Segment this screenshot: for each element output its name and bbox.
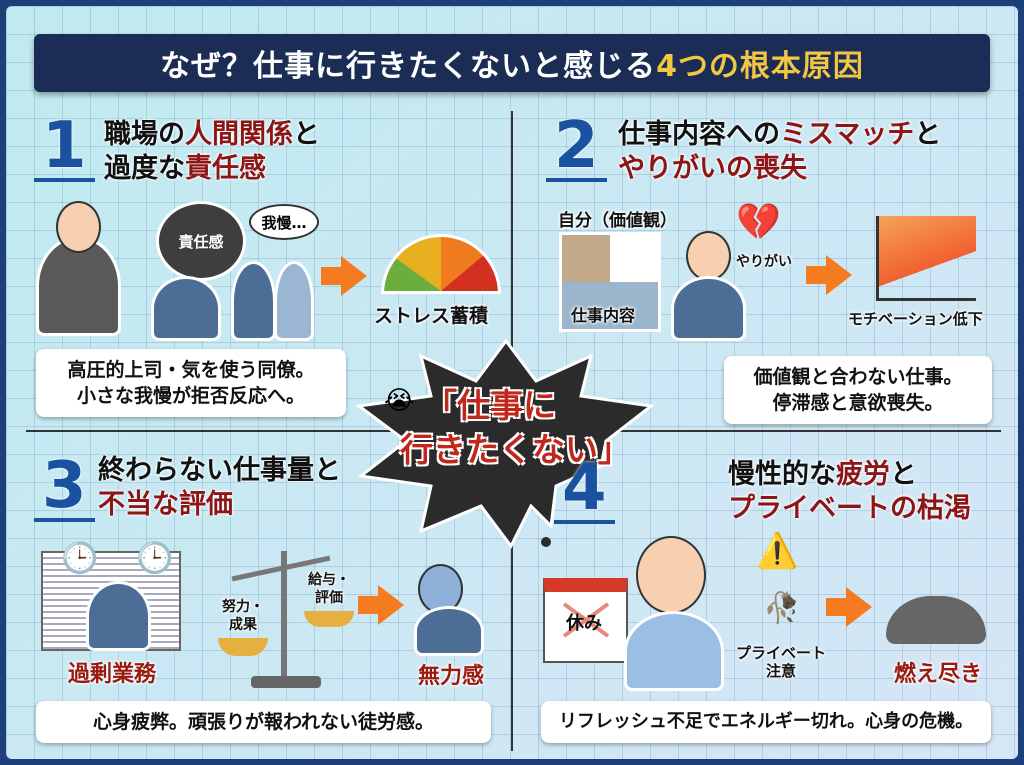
center-line: 「仕事に <box>424 386 556 425</box>
heading-emphasis: 責任感 <box>185 153 266 184</box>
scale-label: 給与・評価 <box>308 572 350 606</box>
boss-face <box>56 201 101 253</box>
heading-emphasis: ミスマッチ <box>780 119 915 150</box>
heading-text: と <box>293 119 320 150</box>
arrow-icon <box>341 256 367 296</box>
section-heading: 終わらない仕事量と 不当な評価 <box>98 454 341 522</box>
caption-line: 価値観と合わない仕事。 <box>753 366 963 388</box>
heading-text: 仕事内容への <box>618 119 780 150</box>
arrow-icon <box>358 596 380 614</box>
section-number: 4 <box>554 456 615 524</box>
section-number: 2 <box>546 114 607 182</box>
caption-line: リフレッシュ不足でエネルギー切れ。心身の危機。 <box>558 711 974 732</box>
caution-text: 注意 <box>765 662 796 680</box>
puzzle-icon <box>559 232 661 332</box>
scale-pan <box>218 638 268 656</box>
declining-chart-icon <box>876 216 976 301</box>
title-text: なぜ？仕事に行きたくないと感じる <box>160 49 657 84</box>
caption-line: 停滞感と意欲喪失。 <box>772 392 944 414</box>
person-face <box>418 564 463 614</box>
person-illustration <box>671 276 746 341</box>
title-highlight: 4つの根本原因 <box>656 49 864 84</box>
scale-icon <box>281 551 287 681</box>
heading-text: と <box>914 119 942 150</box>
tired-person-illustration <box>624 611 724 691</box>
heart-label: やりがい <box>736 254 792 270</box>
result-label: ストレス蓄積 <box>374 305 489 327</box>
caption-line: 小さな我慢が拒否反応へ。 <box>76 385 305 407</box>
stress-gauge-icon <box>381 234 501 294</box>
speech-burst <box>355 338 655 549</box>
clock-icon: 🕒 <box>61 541 99 576</box>
result-label: 燃え尽き <box>894 662 983 687</box>
wilted-plant-icon: 🥀 <box>763 591 801 626</box>
warning-icon: ⚠️ <box>756 531 799 571</box>
caption-box: 高圧的上司・気を使う同僚。小さな我慢が拒否反応へ。 <box>36 349 346 417</box>
section-number: 1 <box>34 114 95 182</box>
section-heading: 職場の人間関係と 過度な責任感 <box>104 118 320 186</box>
private-label: プライベート注意 <box>726 644 836 680</box>
cross-mark-icon <box>562 602 610 638</box>
burdened-worker-illustration <box>151 276 221 341</box>
arrow-icon <box>846 587 872 627</box>
overworked-person-illustration <box>86 581 151 651</box>
private-text: プライベート <box>735 644 826 662</box>
person-face <box>686 231 731 281</box>
heading-emphasis: やりがいの喪失 <box>618 153 807 184</box>
puzzle-label: 自分（価値観） <box>558 211 677 231</box>
section-number: 3 <box>34 454 95 522</box>
heading-text: と <box>890 459 917 490</box>
arrow-icon <box>826 598 848 616</box>
caption-box: 価値観と合わない仕事。停滞感と意欲喪失。 <box>724 356 992 424</box>
heading-text: 慢性的な <box>728 459 836 490</box>
calendar-label: 休み <box>566 613 602 634</box>
heading-emphasis: 人間関係 <box>185 119 293 150</box>
scale-base <box>251 676 321 688</box>
ash-pile-icon <box>886 596 986 644</box>
arrow-icon <box>826 255 852 295</box>
caption-box: リフレッシュ不足でエネルギー切れ。心身の危機。 <box>541 701 991 743</box>
center-line: 行きたくない」 <box>400 430 631 469</box>
heading-emphasis: 疲労 <box>836 459 890 490</box>
weight-icon: 責任感 <box>156 201 246 281</box>
broken-heart-icon: 💔 <box>736 202 781 243</box>
crying-face-icon: 😭 <box>384 386 415 416</box>
tired-person-face <box>636 536 706 614</box>
burst-dot <box>541 537 551 547</box>
heading-emphasis: プライベートの枯渇 <box>728 493 971 524</box>
coworker-illustration <box>274 261 314 341</box>
heading-text: 職場の <box>104 119 185 150</box>
coworker-illustration <box>231 261 276 341</box>
heading-emphasis: 不当な評価 <box>98 489 233 520</box>
center-message: 「仕事に 行きたくない」 <box>400 384 631 472</box>
section-heading: 慢性的な疲労と プライベートの枯渇 <box>728 458 971 526</box>
scale-label: 努力・成果 <box>222 599 264 633</box>
arrow-icon <box>806 266 828 284</box>
section-heading: 仕事内容へのミスマッチと やりがいの喪失 <box>618 118 941 186</box>
heading-text: 終わらない仕事量と <box>98 455 341 486</box>
caption-line: 心身疲弊。頑張りが報われない徒労感。 <box>92 711 435 733</box>
helpless-person-illustration <box>414 606 484 656</box>
caption-box: 心身疲弊。頑張りが報われない徒労感。 <box>36 701 491 743</box>
clock-icon: 🕒 <box>136 541 174 576</box>
arrow-icon <box>321 267 343 285</box>
heading-text: 過度な <box>104 153 185 184</box>
thought-bubble: 我慢… <box>249 204 319 240</box>
scale-pan <box>304 611 354 627</box>
caption-line: 高圧的上司・気を使う同僚。 <box>67 359 315 381</box>
result-label: 無力感 <box>418 664 485 689</box>
result-label: モチベーション低下 <box>848 310 983 328</box>
overwork-label: 過剰業務 <box>68 662 157 687</box>
puzzle-label: 仕事内容 <box>571 306 636 325</box>
arrow-icon <box>378 585 404 625</box>
